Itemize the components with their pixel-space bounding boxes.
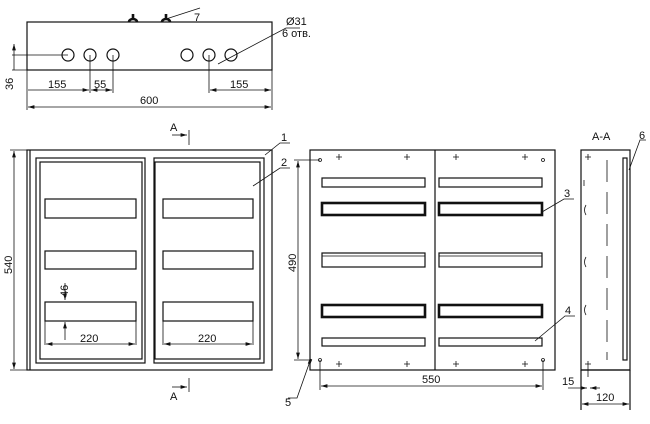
din-rails [320, 177, 544, 347]
section-mark-top: A [170, 122, 178, 134]
callout-7: 7 [194, 12, 200, 24]
door-left [35, 157, 146, 364]
mounting-screws [318, 154, 545, 367]
dim-490: 490 [287, 254, 299, 272]
dim-600: 600 [140, 95, 158, 107]
top-view: 7 Ø31 6 отв. 36 155 55 155 600 [4, 7, 311, 110]
leader-7 [165, 7, 201, 20]
dim-550: 550 [422, 374, 440, 386]
callout-2: 2 [281, 157, 287, 169]
dim-540: 540 [3, 256, 15, 274]
dim-15: 15 [562, 376, 574, 388]
enclosure-top-outline [26, 21, 273, 71]
leader-holes [217, 27, 300, 65]
dim-55: 55 [94, 79, 106, 91]
dim-120: 120 [596, 392, 614, 404]
dim-220-right: 220 [198, 333, 216, 345]
door-right [153, 157, 265, 364]
callout-3: 3 [564, 188, 570, 200]
dim-155-left: 155 [48, 79, 66, 91]
section-mark-bottom: A [170, 391, 178, 403]
callout-4: 4 [565, 305, 571, 317]
front-view: 46 220 220 540 A A 1 2 [3, 122, 290, 403]
cable-holes [61, 48, 238, 62]
hole-count-label: 6 отв. [282, 28, 311, 40]
mounting-panel-outline [309, 149, 556, 371]
door-windows [44, 198, 254, 345]
dim-155-right: 155 [230, 79, 248, 91]
section-view: A-A 6 15 120 [562, 130, 646, 410]
section-title: A-A [592, 131, 611, 143]
callout-6: 6 [639, 130, 645, 142]
panel-view: 490 550 3 4 5 [285, 149, 575, 409]
dim-46: 46 [59, 285, 71, 297]
dim-220-left: 220 [80, 333, 98, 345]
dim-36: 36 [4, 78, 16, 90]
hole-diameter-label: Ø31 [286, 16, 307, 28]
callout-5: 5 [285, 397, 291, 409]
enclosure-outline [26, 149, 273, 371]
callout-1: 1 [281, 132, 287, 144]
mounting-lugs [127, 14, 172, 23]
